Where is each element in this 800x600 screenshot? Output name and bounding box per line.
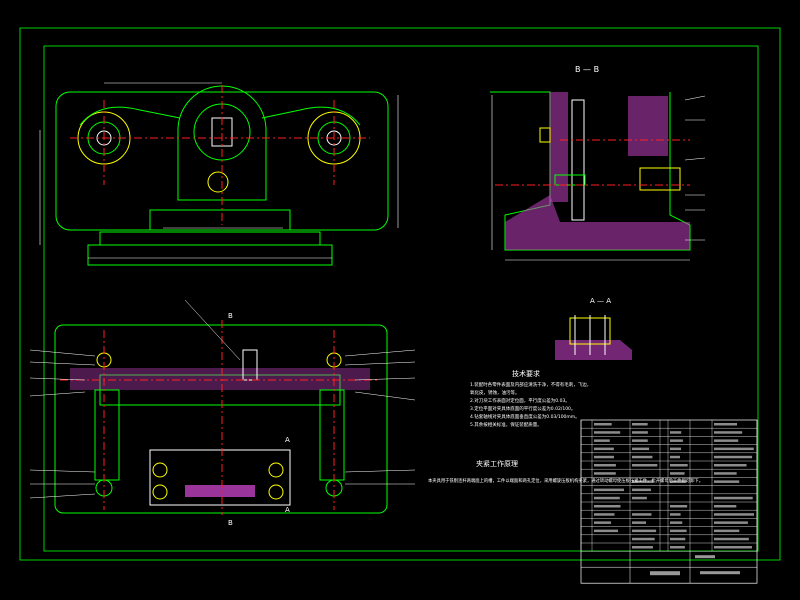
- work-principle-desc: 本夹具用于铣削连杆两端面上的槽，工件以端面和两孔定位，采用螺旋压板机构夹紧，通过…: [428, 477, 703, 484]
- note-line-1: 1.装配时各零件表面及内部应清洗干净，不得有毛刺，飞边，: [470, 381, 591, 388]
- section-aa-label: A — A: [590, 297, 611, 305]
- technical-notes: 技术要求 1.装配时各零件表面及内部应清洗干净，不得有毛刺，飞边， 氧化皮，锈蚀…: [428, 369, 703, 484]
- plan-view: B B A A: [30, 300, 415, 527]
- notes-title: 技术要求: [512, 369, 540, 378]
- note-line-6: 5.其余按相关标准，保证装配质量。: [470, 421, 542, 428]
- front-view: [40, 83, 398, 265]
- cut-mark-b-bottom: B: [228, 519, 233, 527]
- note-line-2: 氧化皮，锈蚀，油污等。: [470, 389, 520, 396]
- note-line-5: 4.钻套轴线对夹具体底面垂直度公差为0.03/100mm。: [470, 413, 580, 420]
- cut-mark-b-top: B: [228, 312, 233, 320]
- note-line-4: 3.定位平面对夹具体底面的平行度公差为0.02/100。: [470, 405, 575, 412]
- cut-mark-a-bottom: A: [285, 506, 290, 514]
- work-principle-title: 夹紧工作原理: [476, 459, 518, 468]
- title-block: [581, 420, 757, 583]
- note-line-3: 2.对刀块工作表面对定位面，平行度公差为0.03。: [470, 397, 570, 404]
- small-section-view: A — A: [555, 297, 632, 360]
- section-bb-label: B — B: [575, 65, 599, 74]
- cut-mark-a-top: A: [285, 436, 290, 444]
- side-section-view: B — B: [490, 65, 705, 260]
